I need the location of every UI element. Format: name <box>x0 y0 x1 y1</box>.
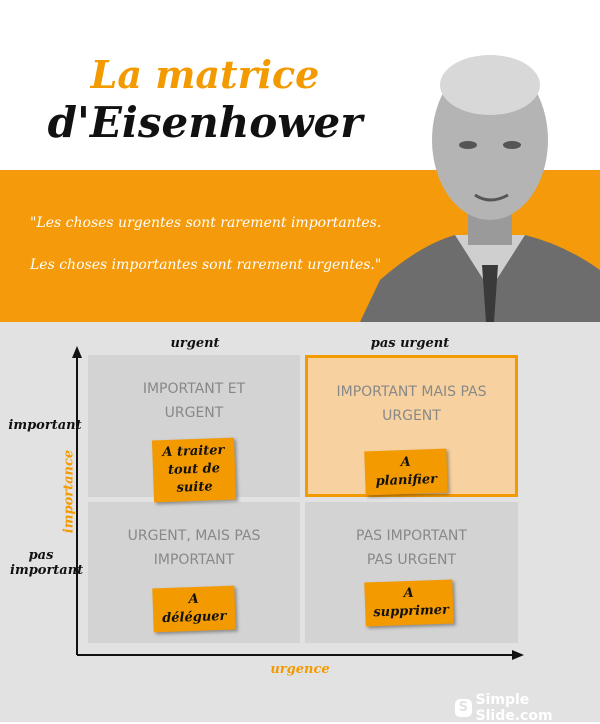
action-tag-delete: A supprimer <box>364 579 454 627</box>
logo-text: Simple Slide.com <box>475 692 553 724</box>
quote-line-1: "Les choses urgentes sont rarement impor… <box>30 215 382 231</box>
y-axis-title: importance <box>61 449 77 534</box>
eisenhower-portrait <box>360 55 600 322</box>
quote-line-2: Les choses importantes sont rarement urg… <box>30 257 382 273</box>
axes <box>72 346 524 660</box>
title-line-1: La matrice <box>90 52 320 97</box>
x-axis-arrow-icon <box>512 650 524 660</box>
col-label-not-urgent: pas urgent <box>370 336 450 351</box>
row-label-not-important: pas important <box>10 548 84 578</box>
simpleslide-logo: S Simple Slide.com <box>455 692 600 724</box>
action-tag-delegate: A déléguer <box>152 585 236 633</box>
y-axis-arrow-icon <box>72 346 82 358</box>
matrix-area: urgent pas urgent important pas importan… <box>0 322 600 724</box>
action-tag-do-now: A traiter tout de suite <box>151 437 237 503</box>
col-label-urgent: urgent <box>170 336 220 351</box>
row-label-important: important <box>8 418 82 433</box>
x-axis-title: urgence <box>270 662 330 677</box>
logo-s-icon: S <box>455 699 472 717</box>
title-line-2: d'Eisenhower <box>47 98 363 147</box>
action-tag-plan: A planifier <box>364 448 448 496</box>
